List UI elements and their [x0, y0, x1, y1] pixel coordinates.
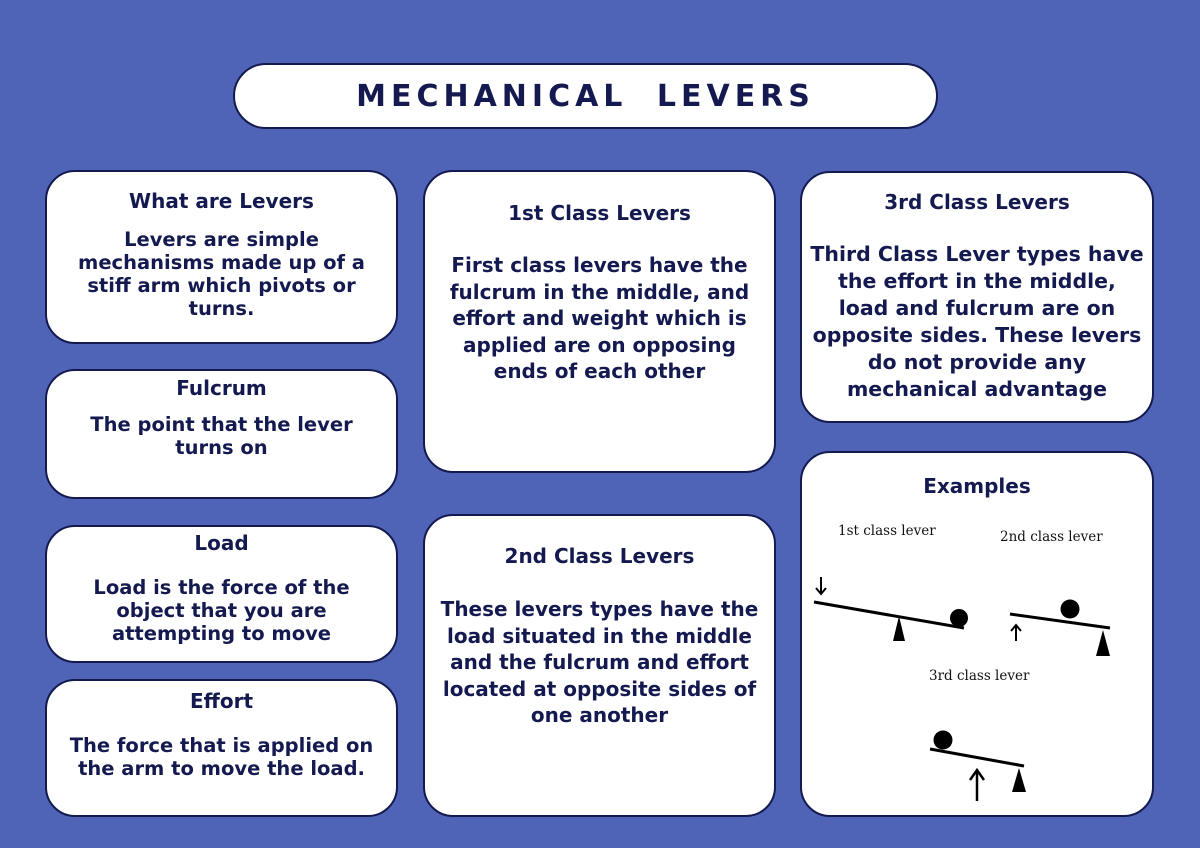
card-load: Load Load is the force of the object tha…	[45, 525, 398, 663]
down-arrow-icon	[815, 577, 827, 596]
card-heading: 3rd Class Levers	[884, 190, 1070, 214]
up-arrow-icon	[968, 767, 986, 801]
card-what-are-levers: What are Levers Levers are simple mechan…	[45, 170, 398, 344]
card-heading: What are Levers	[129, 189, 314, 213]
second-class-lever-diagram	[1009, 599, 1111, 656]
card-body: Third Class Lever types have the effort …	[810, 242, 1144, 401]
fulcrum-triangle	[1096, 630, 1110, 656]
card-body: The force that is applied on the arm to …	[69, 734, 374, 780]
second-class-lever-label: 2nd class lever	[1000, 529, 1103, 545]
load-ball	[950, 609, 968, 627]
page-title: MECHANICAL LEVERS	[356, 78, 815, 114]
card-body: Levers are simple mechanisms made up of …	[78, 228, 365, 320]
lever-diagrams	[813, 577, 1111, 801]
card-heading: Fulcrum	[176, 376, 267, 400]
lever-arm	[1009, 612, 1111, 630]
card-heading: Load	[194, 531, 249, 555]
fulcrum-triangle	[893, 616, 905, 641]
title-banner: MECHANICAL LEVERS	[233, 63, 938, 129]
first-class-lever-diagram	[813, 577, 968, 641]
card-third-class-levers: 3rd Class Levers Third Class Lever types…	[800, 171, 1154, 423]
lever-arm	[813, 600, 965, 630]
card-body: First class levers have the fulcrum in t…	[449, 253, 750, 383]
third-class-lever-label: 3rd class lever	[929, 668, 1030, 684]
fulcrum-triangle	[1012, 768, 1026, 792]
card-heading: Examples	[923, 474, 1031, 498]
card-heading: 2nd Class Levers	[504, 544, 695, 568]
first-class-lever-label: 1st class lever	[838, 523, 936, 539]
card-heading: Effort	[189, 689, 254, 713]
card-second-class-levers: 2nd Class Levers These levers types have…	[423, 514, 776, 817]
card-effort: Effort The force that is applied on the …	[45, 679, 398, 817]
lever-arm	[929, 747, 1025, 768]
card-first-class-levers: 1st Class Levers First class levers have…	[423, 170, 776, 473]
third-class-lever-diagram	[929, 730, 1026, 801]
card-body: These levers types have the load situate…	[440, 597, 759, 727]
card-heading: 1st Class Levers	[508, 201, 691, 225]
up-arrow-icon	[1010, 623, 1022, 641]
load-ball	[1060, 599, 1080, 619]
card-body: The point that the lever turns on	[90, 413, 353, 459]
card-examples: Examples 1st class lever 2nd class lever…	[800, 451, 1154, 817]
card-body: Load is the force of the object that you…	[93, 576, 350, 645]
load-ball	[933, 730, 953, 750]
card-fulcrum: Fulcrum The point that the lever turns o…	[45, 369, 398, 499]
